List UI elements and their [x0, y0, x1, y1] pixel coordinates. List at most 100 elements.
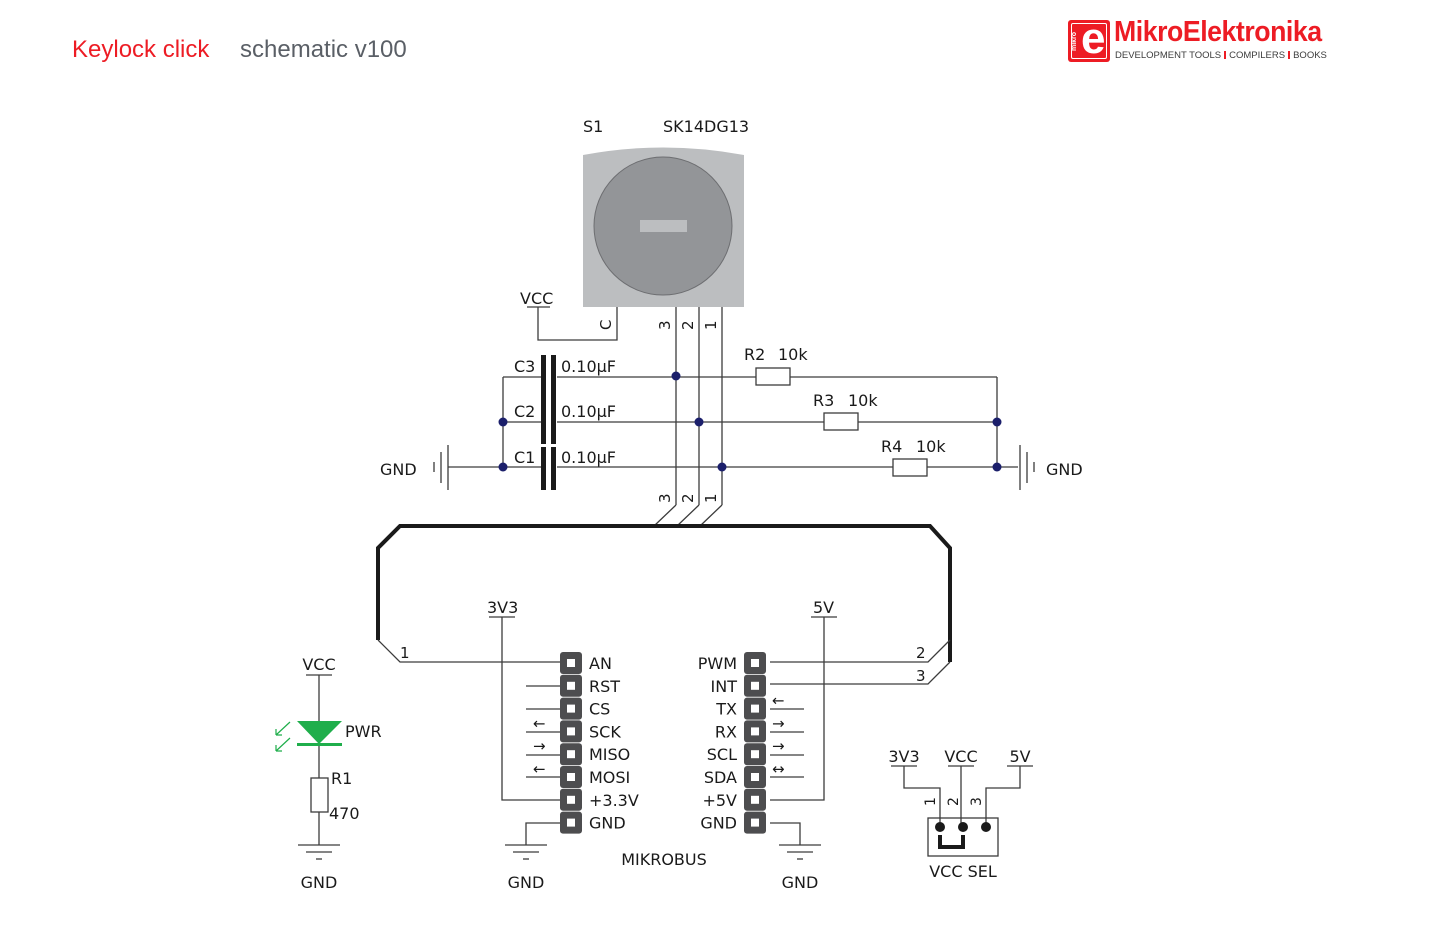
mikroelektronika-logo: mikro e MikroElektronika DEVELOPMENT TOO…	[1068, 14, 1340, 64]
header-pin-pad	[567, 681, 575, 690]
res-r3-value: 10k	[848, 391, 878, 410]
led-gnd-label: GND	[301, 873, 338, 892]
bus-right-pin3-label: 3	[916, 667, 926, 685]
ground-bus-left-icon	[505, 844, 547, 860]
logo-e-letter: e	[1081, 14, 1106, 63]
bus-pin-1-label: 1	[702, 493, 720, 503]
junction-dot	[498, 417, 508, 427]
mikrobus-left-pin-label: SCK	[589, 722, 621, 741]
mikrobus-left-pin-label: AN	[589, 654, 612, 673]
signal-direction-arrow-icon: →	[772, 714, 785, 732]
r1-ref: R1	[331, 769, 352, 788]
header-pin-pad	[751, 727, 759, 736]
switch-ref: S1	[583, 117, 603, 136]
vcc-sel-pin-2: 2	[946, 797, 962, 806]
header-pin-pad	[751, 818, 759, 827]
ground-right-icon	[1019, 445, 1035, 490]
rail-3v3-label: 3V3	[487, 598, 518, 617]
key-slot-icon	[640, 220, 687, 232]
logo-tagline-item: DEVELOPMENT TOOLS	[1115, 50, 1222, 61]
resistor-r2	[755, 367, 791, 386]
switch-vcc-label: VCC	[520, 289, 553, 308]
vcc-sel-jumper-body	[927, 817, 999, 857]
header-pin-pad	[567, 727, 575, 736]
bus-gnd-right-label: GND	[782, 873, 819, 892]
ground-led-icon	[298, 844, 340, 860]
resistor-r1	[310, 777, 329, 813]
logo-badge-icon: mikro e	[1068, 14, 1110, 63]
resistor-r4	[892, 458, 928, 477]
capacitor-c3	[541, 355, 546, 400]
signal-direction-arrow-icon: ↔	[772, 760, 785, 778]
res-r4-value: 10k	[916, 437, 946, 456]
bus-gnd-left-label: GND	[508, 873, 545, 892]
mikrobus-label: MIKROBUS	[621, 850, 707, 869]
header-pin-pad	[567, 704, 575, 713]
header-pin-pad	[567, 659, 575, 667]
cap-c1-value: 0.10µF	[561, 448, 616, 467]
header-pin-pad	[751, 681, 759, 690]
header-pin-pad	[567, 795, 575, 804]
led-label: PWR	[345, 722, 382, 741]
r1-value: 470	[329, 804, 360, 823]
mikrobus-right-pin-label: PWM	[698, 654, 737, 673]
capacitor-c2	[541, 400, 546, 444]
signal-direction-arrow-icon: ←	[533, 714, 546, 732]
jumper-pin-2	[958, 822, 968, 832]
jumper-cap-icon	[938, 835, 965, 849]
bus-pin-2-label: 2	[679, 493, 697, 503]
header-pin-pad	[751, 773, 759, 781]
wire-switch-common	[537, 307, 618, 341]
header-pin-pad	[567, 750, 575, 759]
cap-c3-value: 0.10µF	[561, 357, 616, 376]
mikrobus-left-pin-label: CS	[589, 700, 610, 719]
junction-dot	[992, 417, 1002, 427]
switch-pin-c: C	[597, 320, 615, 330]
header-pin-pad	[751, 704, 759, 713]
junction-dot	[498, 462, 508, 472]
mikrobus-right-pin-label: TX	[715, 700, 737, 719]
jumper-pin-3	[981, 822, 991, 832]
header-pin-pad	[751, 750, 759, 759]
vcc-sel-source-3v3: 3V3	[888, 747, 919, 766]
signal-direction-arrow-icon: ←	[772, 692, 785, 710]
logo-tagline-item: BOOKS	[1293, 50, 1327, 61]
logo-tagline-item: COMPILERS	[1229, 50, 1286, 61]
switch-pin-3: 3	[656, 320, 674, 330]
logo-brand-name: MikroElektronika	[1114, 16, 1322, 48]
capacitor-c1	[541, 447, 546, 490]
vcc-sel-source-5v: 5V	[1009, 747, 1030, 766]
gnd-left-label: GND	[380, 460, 417, 479]
jumper-pin-1	[935, 822, 945, 832]
cap-c3-ref: C3	[514, 357, 535, 376]
led-vcc-label: VCC	[302, 655, 335, 674]
junction-dot	[717, 462, 727, 472]
header-pin-pad	[567, 818, 575, 827]
mikrobus-right-pin-label: GND	[700, 814, 737, 833]
signal-direction-arrow-icon: →	[533, 737, 546, 755]
signal-direction-arrow-icon: →	[772, 737, 785, 755]
ground-bus-right-icon	[779, 844, 821, 860]
bus-entries	[653, 504, 723, 527]
ground-left-icon	[433, 445, 449, 490]
bus-outline	[376, 524, 952, 662]
mikrobus-header-left	[560, 652, 582, 834]
res-r2-value: 10k	[778, 345, 808, 364]
mikrobus-right-pin-label: SDA	[704, 768, 737, 787]
res-r3-ref: R3	[813, 391, 834, 410]
mikrobus-left-pin-label: MISO	[589, 745, 630, 764]
mikrobus-header-right	[744, 652, 766, 834]
header-pin-pad	[751, 659, 759, 667]
mikrobus-right-pin-label: RX	[715, 722, 737, 741]
vcc-sel-pin-1: 1	[923, 797, 939, 806]
logo-tagline: DEVELOPMENT TOOLS COMPILERS BOOKS	[1115, 50, 1327, 61]
mikrobus-right-pin-label: SCL	[707, 745, 737, 764]
vcc-sel-label: VCC SEL	[929, 862, 997, 881]
vcc-sel-source-vcc: VCC	[944, 747, 977, 766]
mikrobus-left-pin-label: GND	[589, 814, 626, 833]
mikrobus-right-pin-label: INT	[711, 677, 738, 696]
switch-pin-1: 1	[702, 320, 720, 330]
gnd-right-label: GND	[1046, 460, 1083, 479]
schematic-version: schematic v100	[240, 36, 407, 63]
mikrobus-left-pin-label: +3.3V	[589, 791, 639, 810]
